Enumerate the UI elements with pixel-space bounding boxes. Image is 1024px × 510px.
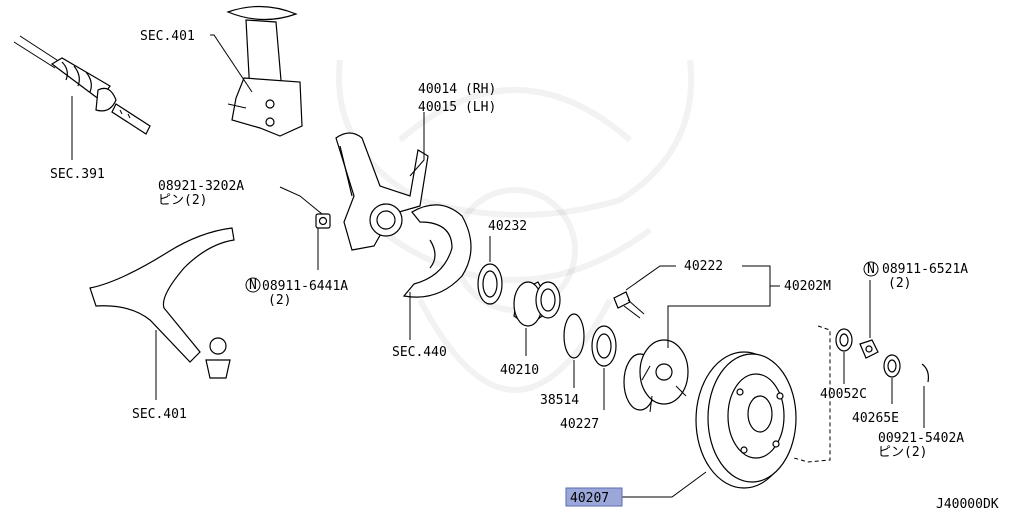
label-40052c[interactable]: 40052C xyxy=(820,387,867,402)
label-08911-6441a[interactable]: 08911-6441A xyxy=(262,279,348,294)
label-40227[interactable]: 40227 xyxy=(560,417,599,432)
bearing-40210 xyxy=(513,281,561,327)
washer-40052c xyxy=(835,328,853,352)
cotter-pin-00921 xyxy=(921,363,929,383)
label-40232[interactable]: 40232 xyxy=(488,219,527,234)
highlight-box xyxy=(565,487,623,507)
n-circle-6441 xyxy=(245,277,261,293)
diagram-code: J40000DK xyxy=(936,497,999,510)
leader-lines xyxy=(71,34,925,498)
nut-08911-6521a xyxy=(859,339,879,359)
label-40210[interactable]: 40210 xyxy=(500,363,539,378)
lower-arm xyxy=(89,227,235,379)
nut-40265e xyxy=(883,354,901,378)
hub-bolt-40222 xyxy=(613,291,645,319)
n-symbol-6521: N xyxy=(867,262,875,277)
dust-shield xyxy=(402,204,472,298)
label-40222[interactable]: 40222 xyxy=(684,259,723,274)
label-08911-6441a-sub: (2) xyxy=(268,293,291,308)
label-00921-5402a-sub: ピン(2) xyxy=(878,445,927,460)
label-38514[interactable]: 38514 xyxy=(540,393,579,408)
n-circle-6521 xyxy=(863,261,879,277)
strut-assembly xyxy=(226,5,303,137)
label-08921-3202a[interactable]: 08921-3202A xyxy=(158,179,244,194)
snap-ring-38514 xyxy=(563,313,585,359)
label-40014[interactable]: 40014 (RH) xyxy=(418,82,496,97)
label-sec391[interactable]: SEC.391 xyxy=(50,167,105,182)
label-08911-6521a-sub: (2) xyxy=(888,276,911,291)
label-40015[interactable]: 40015 (LH) xyxy=(418,100,496,115)
label-08911-6521a[interactable]: 08911-6521A xyxy=(882,262,968,277)
label-sec401-top[interactable]: SEC.401 xyxy=(140,29,195,44)
label-40202m[interactable]: 40202M xyxy=(784,279,831,294)
label-40265e[interactable]: 40265E xyxy=(852,411,899,426)
seal-40227 xyxy=(591,325,617,367)
nut-08911-6441a xyxy=(315,213,331,229)
label-00921-5402a[interactable]: 00921-5402A xyxy=(878,431,964,446)
brake-rotor-40207 xyxy=(695,351,797,489)
label-08921-3202a-sub: ピン(2) xyxy=(158,193,207,208)
drive-shaft xyxy=(13,35,151,135)
label-40207[interactable]: 40207 xyxy=(570,491,609,506)
label-sec401-bottom[interactable]: SEC.401 xyxy=(132,407,187,422)
label-sec440[interactable]: SEC.440 xyxy=(392,345,447,360)
steering-knuckle xyxy=(335,132,429,251)
seal-40232 xyxy=(477,263,503,305)
wheel-hub-40202m xyxy=(623,339,689,413)
n-symbol-6441: N xyxy=(249,278,257,293)
